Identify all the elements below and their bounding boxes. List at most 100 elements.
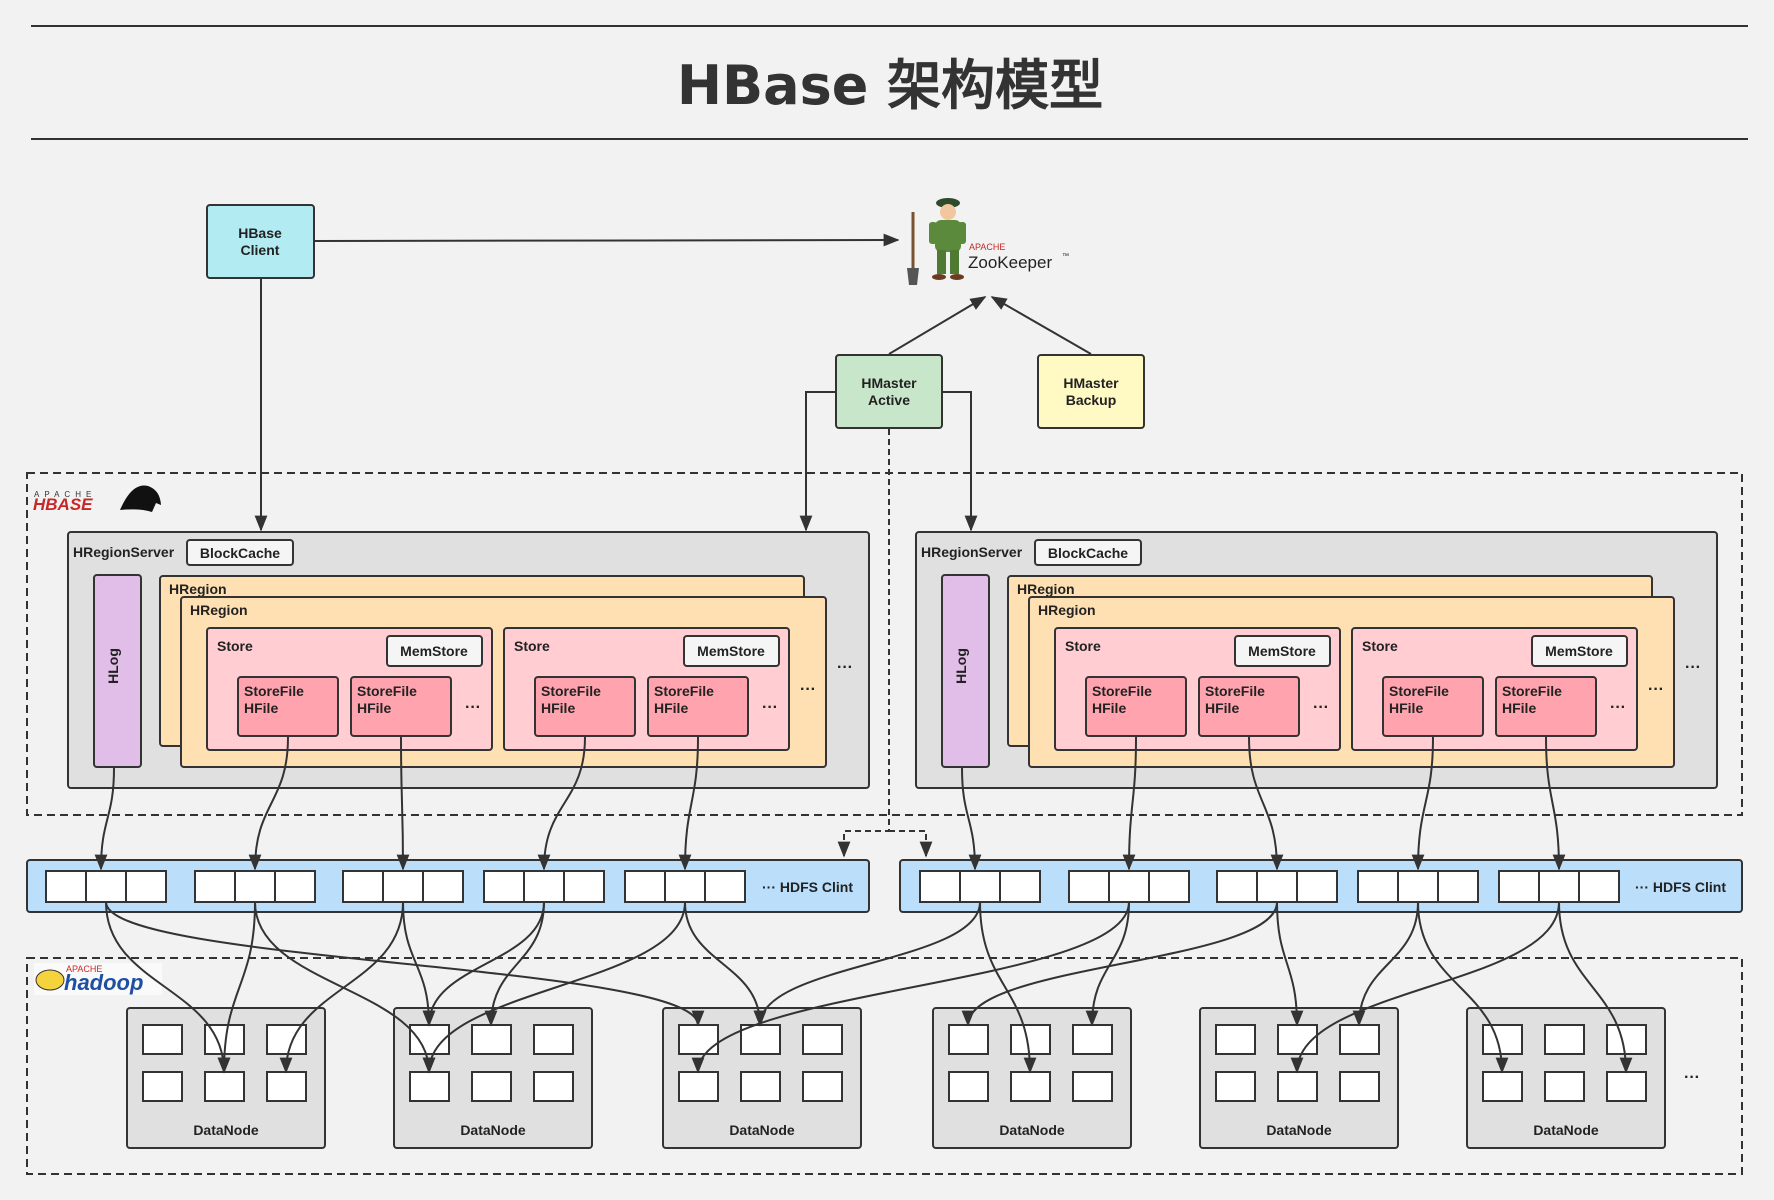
hdfs-to-datanode-arrow xyxy=(254,901,436,1074)
hdfs-block xyxy=(1397,870,1439,903)
datanode-block xyxy=(409,1024,450,1055)
hregion-ellipsis: ··· xyxy=(837,659,853,676)
storefile-label: StoreFile xyxy=(654,683,714,699)
hdfs-to-datanode-arrow xyxy=(402,901,436,1027)
hdfs-block xyxy=(45,870,87,903)
memstore-box[interactable] xyxy=(386,635,483,667)
storefile-to-hdfs-arrow xyxy=(961,767,982,871)
datanode-label: DataNode xyxy=(729,1122,795,1138)
datanode-6: DataNode xyxy=(1466,1007,1666,1149)
memstore-label: MemStore xyxy=(1248,643,1316,659)
storefile-box[interactable] xyxy=(237,676,339,737)
datanode-block xyxy=(1010,1024,1051,1055)
hdfs-block xyxy=(624,870,666,903)
hdfs-to-datanode-arrow xyxy=(422,901,545,1027)
zookeeper-name: ZooKeeper xyxy=(968,253,1052,272)
region-server-label: HRegionServer xyxy=(921,544,1023,560)
memstore-box[interactable] xyxy=(1531,635,1628,667)
datanode-block xyxy=(678,1024,719,1055)
hdfs-to-datanode-arrow xyxy=(684,901,767,1027)
datanode-block xyxy=(1482,1024,1523,1055)
hdfs-block xyxy=(1578,870,1620,903)
datanode-block xyxy=(802,1071,843,1102)
hfile-label: HFile xyxy=(1205,700,1239,716)
storefile-label: StoreFile xyxy=(357,683,417,699)
hbase-logo-apache: APACHE xyxy=(34,490,96,499)
page-title: HBase 架构模型 xyxy=(677,54,1103,117)
datanode-block xyxy=(678,1071,719,1102)
datanode-ellipsis: ··· xyxy=(1684,1069,1700,1086)
datanode-block xyxy=(204,1071,245,1102)
hbase-logo-name: HBASE xyxy=(33,495,93,514)
hregion-label-front: HRegion xyxy=(1038,602,1096,618)
hfile-label: HFile xyxy=(541,700,575,716)
storefile-to-hdfs-arrow xyxy=(94,767,115,871)
datanode-block xyxy=(533,1071,574,1102)
blockcache-box[interactable] xyxy=(1034,539,1142,566)
hdfs-block xyxy=(1357,870,1399,903)
active-to-zookeeper-arrow xyxy=(888,296,987,355)
hmaster-active-line1: HMaster xyxy=(861,375,917,391)
storefile-box[interactable] xyxy=(1198,676,1300,737)
blockcache-label: BlockCache xyxy=(1048,545,1128,561)
datanode-5: DataNode xyxy=(1199,1007,1399,1149)
storefile-ellipsis: ··· xyxy=(1313,699,1329,716)
hlog-label: HLog xyxy=(953,648,969,684)
hbase-client-box[interactable]: HBase Client xyxy=(206,204,315,279)
hmaster-active-box[interactable]: HMaster Active xyxy=(835,354,943,429)
hdfs-block xyxy=(125,870,167,903)
blockcache-box[interactable] xyxy=(186,539,294,566)
hmaster-backup-line1: HMaster xyxy=(1063,375,1119,391)
datanode-label: DataNode xyxy=(193,1122,259,1138)
memstore-box[interactable] xyxy=(683,635,780,667)
memstore-box[interactable] xyxy=(1234,635,1331,667)
datanode-block xyxy=(1072,1024,1113,1055)
datanode-block xyxy=(1215,1071,1256,1102)
datanode-label: DataNode xyxy=(1533,1122,1599,1138)
datanode-block xyxy=(1072,1071,1113,1102)
client-to-zookeeper-arrow xyxy=(314,233,900,247)
hdfs-block xyxy=(1437,870,1479,903)
hlog-box[interactable] xyxy=(941,574,990,768)
datanode-block xyxy=(409,1071,450,1102)
hdfs-block xyxy=(1256,870,1298,903)
hdfs-client-bar-1: ··· HDFS Clint xyxy=(26,859,870,913)
hdfs-to-datanode-arrow xyxy=(105,901,231,1074)
hdfs-block xyxy=(999,870,1041,903)
storefile-to-hdfs-arrow xyxy=(678,736,699,871)
datanode-3: DataNode xyxy=(662,1007,862,1149)
datanode-block xyxy=(1277,1071,1318,1102)
storefile-to-hdfs-arrow xyxy=(1545,736,1566,871)
active-to-hdfs-dashed-arrow-right xyxy=(889,830,933,858)
storefile-box[interactable] xyxy=(647,676,749,737)
hdfs-block xyxy=(1538,870,1580,903)
storefile-to-hdfs-arrow xyxy=(248,736,289,871)
blockcache-label: BlockCache xyxy=(200,545,280,561)
storefile-box[interactable] xyxy=(1382,676,1484,737)
hregion-ellipsis: ··· xyxy=(1685,659,1701,676)
hdfs-to-datanode-arrow xyxy=(753,901,981,1027)
store-label: Store xyxy=(1065,638,1101,654)
datanode-block xyxy=(802,1024,843,1055)
datanode-label: DataNode xyxy=(1266,1122,1332,1138)
hdfs-block xyxy=(523,870,565,903)
hlog-box[interactable] xyxy=(93,574,142,768)
hdfs-block xyxy=(1296,870,1338,903)
storefile-box[interactable] xyxy=(1495,676,1597,737)
hdfs-client-bar-2: ··· HDFS Clint xyxy=(899,859,1743,913)
hdfs-to-datanode-arrow xyxy=(279,901,404,1074)
active-to-right-server-arrow xyxy=(942,391,978,532)
hdfs-to-datanode-arrow xyxy=(422,901,686,1074)
storefile-box[interactable] xyxy=(534,676,636,737)
hdfs-block xyxy=(483,870,525,903)
storefile-box[interactable] xyxy=(350,676,452,737)
storefile-label: StoreFile xyxy=(1502,683,1562,699)
storefile-label: StoreFile xyxy=(244,683,304,699)
zookeeper-logo: APACHE ZooKeeper ™ xyxy=(907,198,1069,285)
storefile-box[interactable] xyxy=(1085,676,1187,737)
hmaster-backup-box[interactable]: HMaster Backup xyxy=(1037,354,1145,429)
storefile-ellipsis: ··· xyxy=(1610,699,1626,716)
hdfs-block xyxy=(194,870,236,903)
zookeeper-apache-label: APACHE xyxy=(969,242,1005,252)
